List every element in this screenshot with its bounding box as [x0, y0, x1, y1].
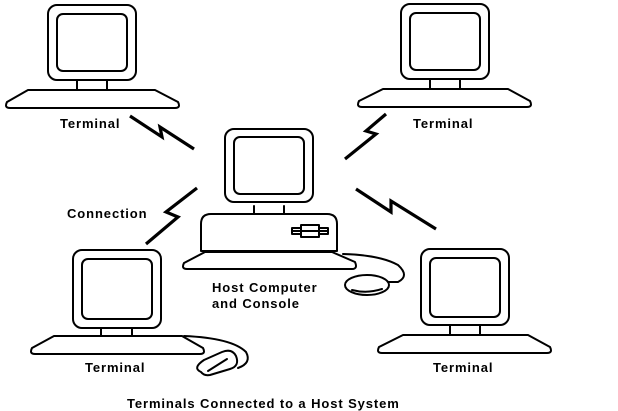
system-unit-icon	[200, 213, 338, 252]
diagram-caption: Terminals Connected to a Host System	[127, 396, 400, 411]
terminal-label: Terminal	[413, 116, 473, 131]
disk-drive-icon	[291, 224, 329, 238]
connection-bolt-top-left	[129, 114, 195, 151]
terminal-label: Terminal	[433, 360, 493, 375]
connection-bolt-bottom-left	[144, 186, 198, 246]
keyboard-icon	[377, 334, 552, 354]
keyboard-icon	[182, 251, 357, 270]
terminal-bottom-right: Terminal	[377, 248, 552, 375]
mouse-cable	[342, 253, 405, 283]
mouse-icon	[196, 349, 239, 377]
connection-bolt-top-right	[343, 112, 388, 161]
monitor-icon	[224, 128, 314, 215]
terminal-bottom-left: Terminal	[30, 249, 249, 377]
mouse-cable	[183, 335, 249, 369]
terminal-top-right: Terminal	[357, 3, 532, 131]
terminal-label: Terminal	[60, 116, 120, 131]
terminal-top-left: Terminal	[5, 4, 180, 131]
monitor-icon	[420, 248, 510, 336]
host-computer: Host Computer and Console	[182, 128, 405, 311]
monitor-icon	[47, 4, 137, 91]
connection-label: Connection	[67, 206, 148, 221]
keyboard-icon	[30, 335, 205, 355]
host-label-line1: Host Computer	[212, 280, 318, 295]
monitor-icon	[72, 249, 162, 337]
keyboard-icon	[5, 89, 180, 109]
keyboard-icon	[357, 88, 532, 108]
host-label-line2: and Console	[212, 296, 300, 311]
monitor-icon	[400, 3, 490, 90]
terminal-label: Terminal	[85, 360, 145, 375]
connection-bolt-bottom-right	[355, 187, 437, 231]
mouse-icon	[344, 274, 390, 296]
